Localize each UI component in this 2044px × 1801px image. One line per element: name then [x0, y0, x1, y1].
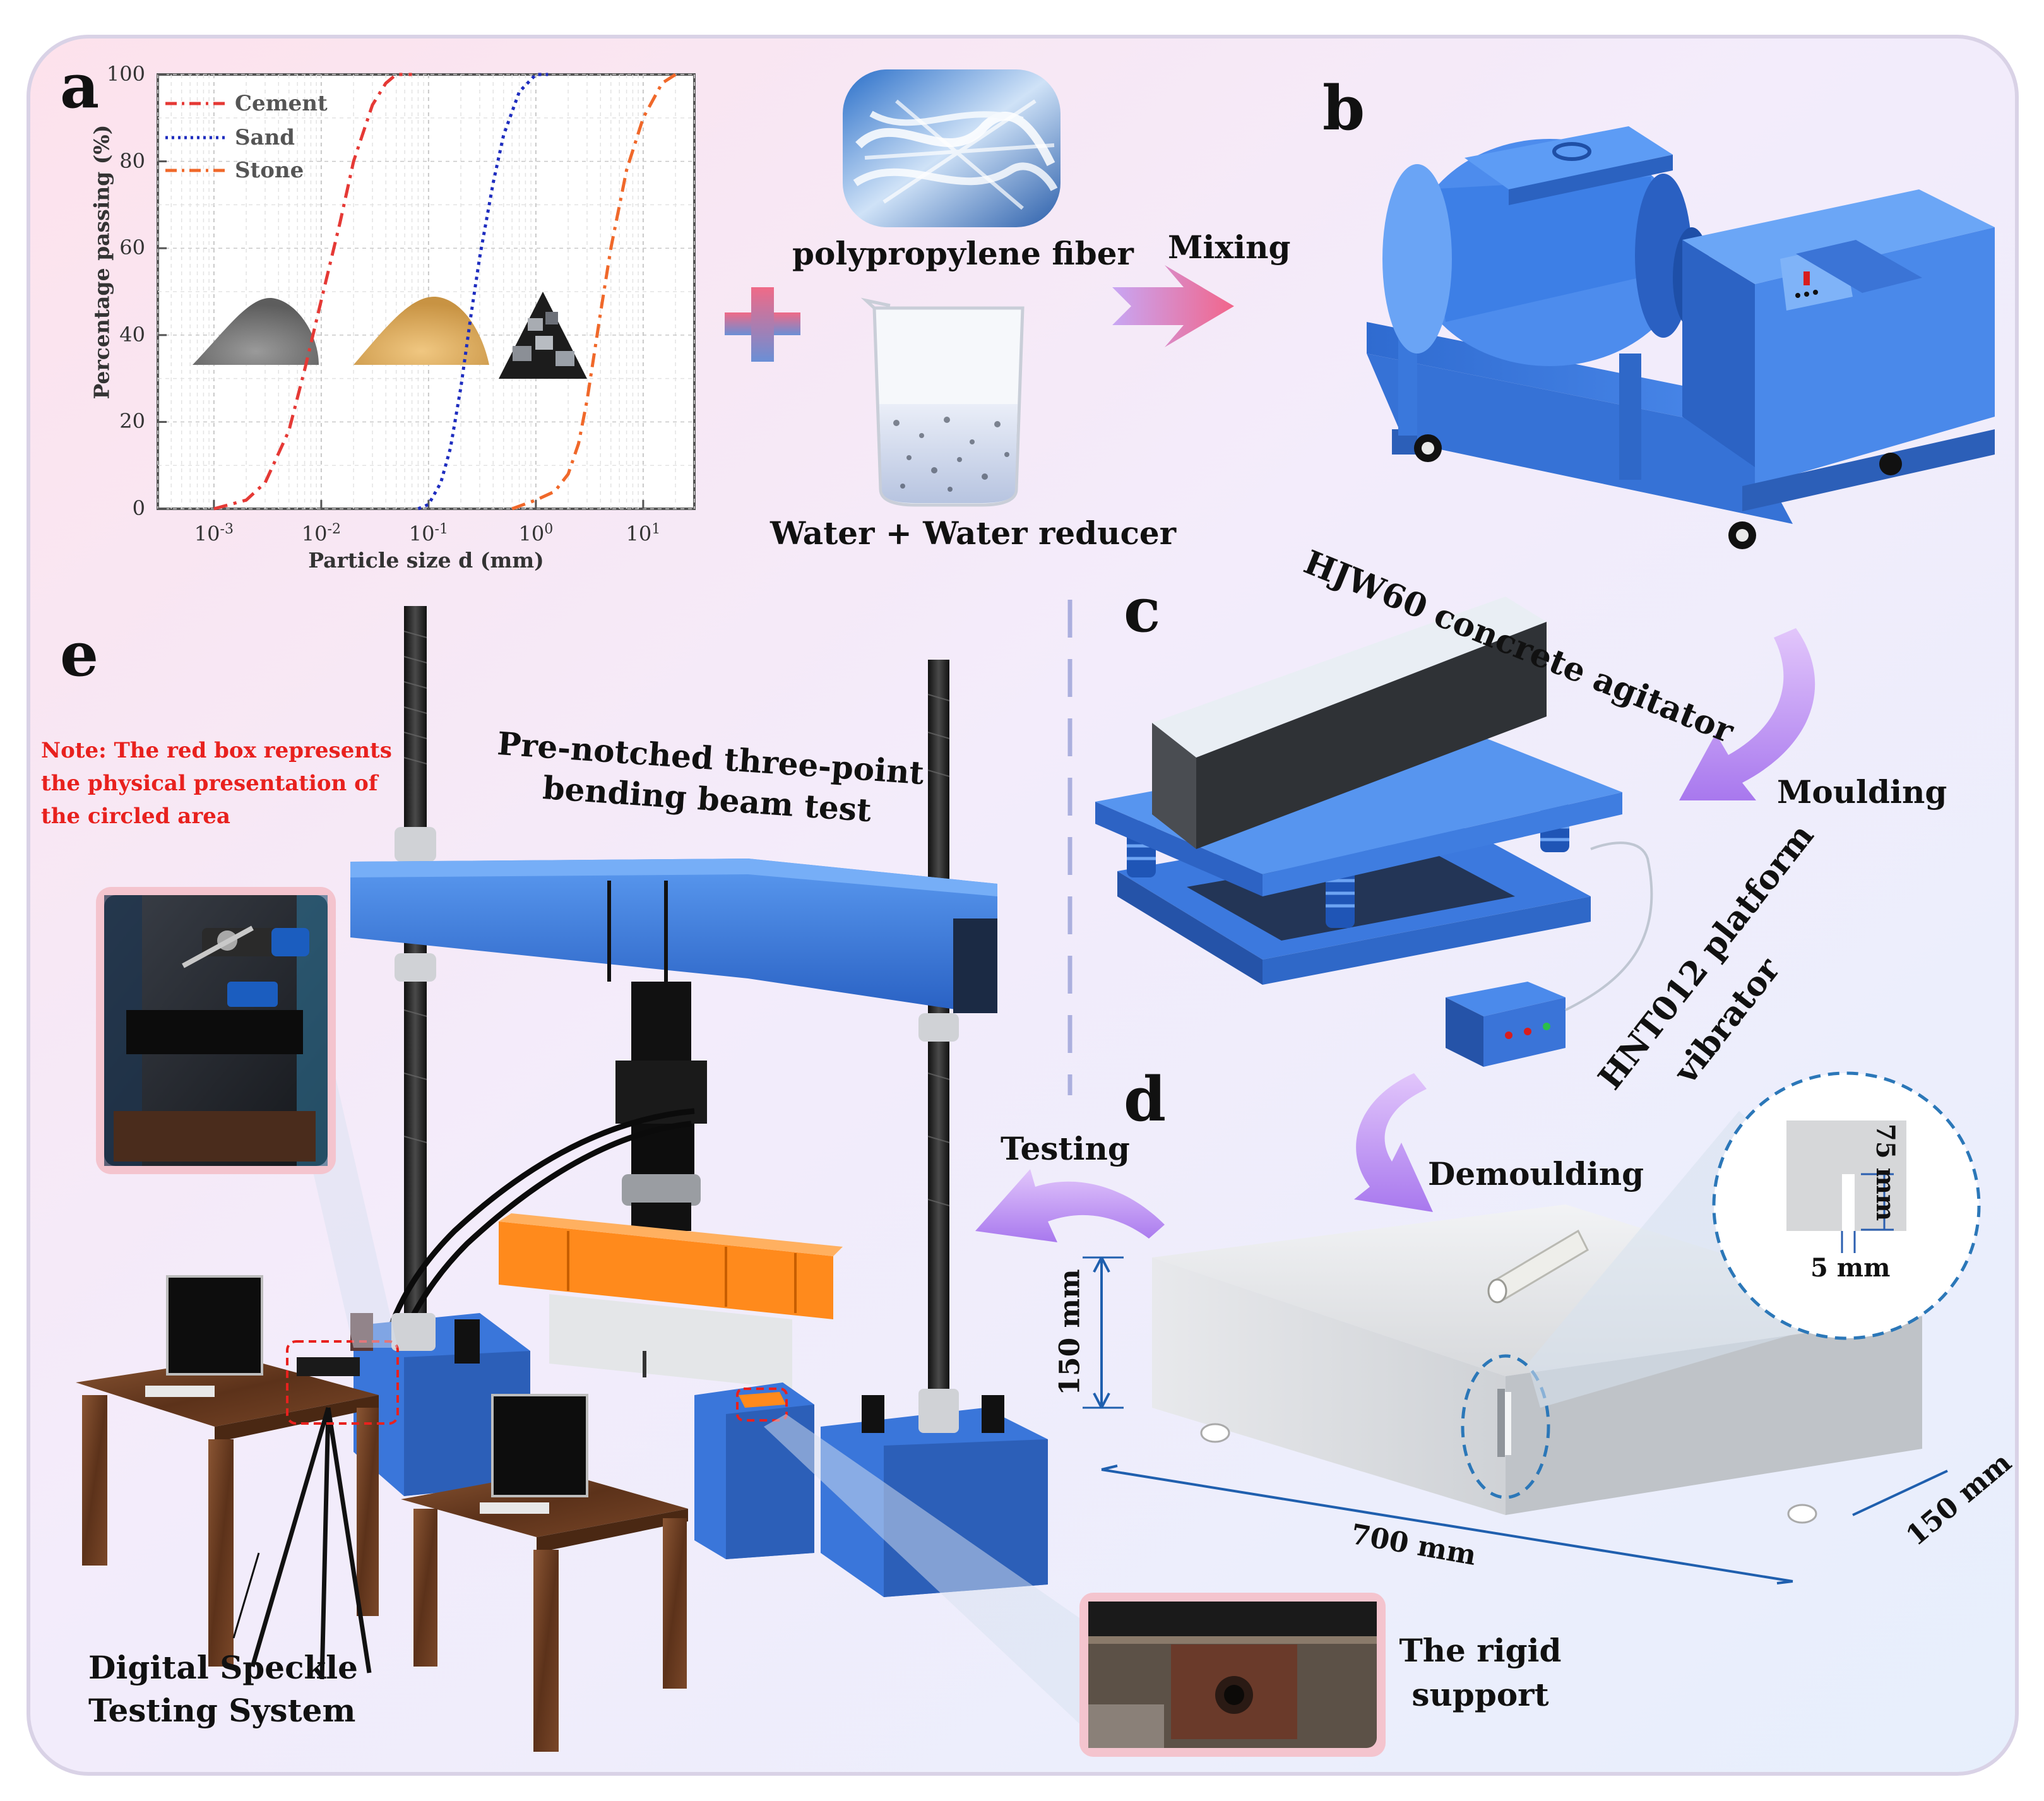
fiber-label: polypropylene fiber	[792, 235, 1134, 272]
notched-beam	[1083, 1071, 1981, 1584]
mixing-arrow	[1112, 265, 1234, 347]
dim-notch-width-label: 5 mm	[1810, 1253, 1891, 1283]
cement-pile-image	[193, 297, 319, 365]
agitator-machine	[1367, 126, 1995, 549]
series-line-sand	[417, 73, 549, 511]
dim-notch-depth-label: 75 mm	[1870, 1124, 1900, 1221]
wheel-icon	[1879, 453, 1902, 475]
x-tick-label: 10-1	[408, 521, 448, 546]
rigid-support-photo	[1079, 1593, 1386, 1757]
chart-ylabel: Percentage passing (%)	[89, 124, 114, 400]
camera-highlight	[286, 1340, 399, 1425]
y-tick-label: 0	[132, 496, 145, 520]
lab-photo	[96, 887, 336, 1174]
grading-chart	[157, 73, 696, 511]
dim-height-label: 150 mm	[1054, 1269, 1086, 1396]
rigid-support-label-line1: The rigid	[1399, 1632, 1562, 1669]
chart-series	[213, 73, 677, 511]
monitor-left	[166, 1275, 263, 1376]
moulding-label: Moulding	[1777, 773, 1947, 811]
y-tick-label: 40	[119, 322, 145, 347]
dsts-label-line2: Testing System	[88, 1692, 356, 1729]
plus-icon	[725, 287, 800, 362]
panel-e-label: e	[60, 619, 99, 690]
note-line3: the circled area	[41, 804, 230, 829]
moulding-arrow	[1679, 628, 1815, 800]
legend-label-cement: Cement	[235, 91, 328, 116]
note-line1: Note: The red box represents	[41, 738, 392, 763]
vibrator-control-box	[1446, 982, 1566, 1016]
stone-pile-image	[499, 292, 587, 379]
chart-legend	[165, 102, 229, 172]
testing-label: Testing	[1001, 1130, 1130, 1167]
y-tick-label: 20	[119, 409, 145, 434]
platform-vibrator	[1095, 597, 1653, 1067]
chart-xlabel: Particle size d (mm)	[308, 548, 544, 573]
y-tick-label: 60	[119, 235, 145, 260]
monitor-right	[491, 1394, 588, 1497]
test-specimen	[549, 1294, 792, 1389]
notch	[1497, 1389, 1505, 1457]
notch-highlight-circle	[1461, 1354, 1550, 1499]
camera-icon	[297, 1357, 360, 1376]
rigid-support-highlight	[736, 1388, 788, 1422]
demoulding-label: Demoulding	[1428, 1155, 1644, 1192]
water-label: Water + Water reducer	[770, 514, 1177, 552]
panel-d-label: d	[1124, 1064, 1167, 1135]
beaker-image	[860, 297, 1025, 507]
note-line2: the physical presentation of	[41, 771, 378, 796]
panel-a-label: a	[60, 51, 100, 122]
mixing-label: Mixing	[1168, 229, 1291, 266]
series-line-stone	[511, 73, 677, 511]
fiber-photo	[843, 69, 1061, 227]
y-tick-label: 80	[119, 148, 145, 173]
demoulding-arrow	[1354, 1073, 1433, 1212]
rigid-support-label-line2: support	[1411, 1676, 1549, 1713]
x-tick-label: 101	[626, 521, 661, 546]
camera-tripod	[250, 1407, 372, 1680]
indicator-light	[1803, 271, 1810, 285]
testing-arrow	[975, 1169, 1165, 1242]
legend-label-sand: Sand	[235, 125, 295, 150]
y-tick-label: 100	[106, 62, 145, 86]
dsts-label-line1: Digital Speckle	[88, 1649, 358, 1686]
x-tick-label: 100	[518, 521, 554, 546]
panel-c-label: c	[1124, 574, 1161, 646]
x-tick-label: 10-2	[301, 521, 341, 546]
bending-test-rig	[76, 606, 1386, 1757]
legend-label-stone: Stone	[235, 158, 304, 183]
panel-b-label: b	[1322, 73, 1365, 144]
sand-pile-image	[354, 296, 489, 365]
series-line-cement	[213, 73, 412, 511]
x-tick-label: 10-3	[194, 521, 234, 546]
